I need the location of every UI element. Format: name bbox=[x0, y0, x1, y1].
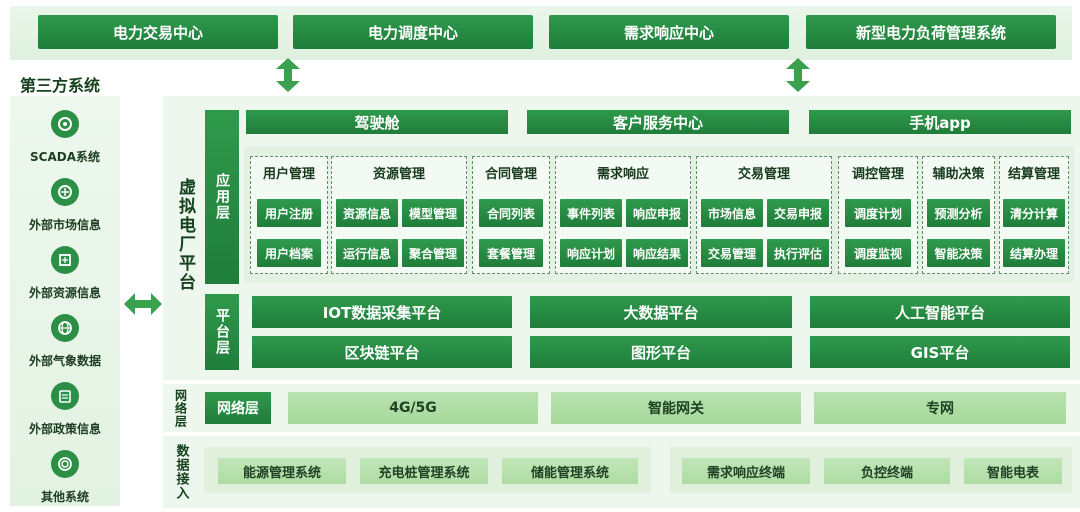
module-settlement-management: 结算管理 清分计算 结算办理 bbox=[999, 156, 1069, 274]
aggregation-management-button[interactable]: 聚合管理 bbox=[402, 239, 464, 267]
demand-response-center[interactable]: 需求响应中心 bbox=[549, 15, 789, 49]
module-resource-management: 资源管理 资源信息 模型管理 运行信息 聚合管理 bbox=[331, 156, 467, 274]
module-decision-support: 辅助决策 预测分析 智能决策 bbox=[922, 156, 995, 274]
gis-platform-button[interactable]: GIS平台 bbox=[810, 336, 1070, 368]
response-plan-button[interactable]: 响应计划 bbox=[560, 239, 622, 267]
third-party-item-weather[interactable]: 外部气象数据 bbox=[10, 314, 120, 374]
power-trading-center[interactable]: 电力交易中心 bbox=[38, 15, 278, 49]
module-control-management: 调控管理 调度计划 调度监视 bbox=[838, 156, 918, 274]
trade-management-button[interactable]: 交易管理 bbox=[701, 239, 763, 267]
mobile-app-button[interactable]: 手机app bbox=[809, 110, 1071, 134]
forecast-analysis-button[interactable]: 预测分析 bbox=[927, 199, 990, 227]
third-party-title: 第三方系统 bbox=[20, 76, 101, 95]
network-layer-tag: 网络层 bbox=[205, 392, 271, 424]
third-party-item-market[interactable]: 外部市场信息 bbox=[10, 178, 120, 238]
private-network-button[interactable]: 专网 bbox=[814, 392, 1066, 424]
bidirectional-arrow-icon bbox=[786, 58, 810, 92]
storage-management-button[interactable]: 储能管理系统 bbox=[502, 458, 638, 484]
module-title: 需求响应 bbox=[596, 167, 649, 182]
third-party-label: 外部政策信息 bbox=[28, 422, 101, 436]
response-declaration-button[interactable]: 响应申报 bbox=[626, 199, 688, 227]
blockchain-platform-button[interactable]: 区块链平台 bbox=[252, 336, 512, 368]
market-icon bbox=[51, 178, 79, 206]
third-party-label: 外部市场信息 bbox=[28, 218, 101, 232]
runtime-info-button[interactable]: 运行信息 bbox=[336, 239, 398, 267]
third-party-item-resource[interactable]: 外部资源信息 bbox=[10, 246, 120, 306]
platform-layer-tag: 平台层 bbox=[205, 294, 239, 370]
module-demand-response: 需求响应 事件列表 响应申报 响应计划 响应结果 bbox=[555, 156, 691, 274]
4g5g-button[interactable]: 4G/5G bbox=[288, 392, 538, 424]
charging-pile-button[interactable]: 充电桩管理系统 bbox=[360, 458, 488, 484]
settlement-handling-button[interactable]: 结算办理 bbox=[1003, 239, 1065, 267]
user-profile-button[interactable]: 用户档案 bbox=[257, 239, 321, 267]
customer-service-button[interactable]: 客户服务中心 bbox=[527, 110, 789, 134]
user-register-button[interactable]: 用户注册 bbox=[257, 199, 321, 227]
module-title: 调控管理 bbox=[851, 167, 904, 182]
ai-platform-button[interactable]: 人工智能平台 bbox=[810, 296, 1070, 328]
data-access-title: 数据接入 bbox=[173, 444, 189, 500]
dispatch-plan-button[interactable]: 调度计划 bbox=[845, 199, 911, 227]
third-party-label: 外部资源信息 bbox=[28, 286, 101, 300]
module-contract-management: 合同管理 合同列表 套餐管理 bbox=[472, 156, 550, 274]
module-title: 合同管理 bbox=[484, 167, 537, 182]
third-party-label: 其他系统 bbox=[40, 490, 89, 504]
market-info-button[interactable]: 市场信息 bbox=[701, 199, 763, 227]
network-layer-title: 网络层 bbox=[173, 388, 188, 428]
response-result-button[interactable]: 响应结果 bbox=[626, 239, 688, 267]
dispatch-monitor-button[interactable]: 调度监视 bbox=[845, 239, 911, 267]
event-list-button[interactable]: 事件列表 bbox=[560, 199, 622, 227]
module-trading-management: 交易管理 市场信息 交易申报 交易管理 执行评估 bbox=[696, 156, 832, 274]
big-data-platform-button[interactable]: 大数据平台 bbox=[530, 296, 792, 328]
contract-list-button[interactable]: 合同列表 bbox=[479, 199, 543, 227]
smart-gateway-button[interactable]: 智能网关 bbox=[551, 392, 801, 424]
model-management-button[interactable]: 模型管理 bbox=[402, 199, 464, 227]
resource-icon bbox=[51, 246, 79, 274]
module-title: 结算管理 bbox=[1007, 167, 1060, 182]
load-management-system[interactable]: 新型电力负荷管理系统 bbox=[806, 15, 1056, 49]
module-user-management: 用户管理 用户注册 用户档案 bbox=[250, 156, 328, 274]
third-party-item-policy[interactable]: 外部政策信息 bbox=[10, 382, 120, 442]
smart-decision-button[interactable]: 智能决策 bbox=[927, 239, 990, 267]
package-management-button[interactable]: 套餐管理 bbox=[479, 239, 543, 267]
execution-evaluation-button[interactable]: 执行评估 bbox=[767, 239, 829, 267]
module-title: 用户管理 bbox=[262, 167, 315, 182]
load-control-terminal-button[interactable]: 负控终端 bbox=[824, 458, 950, 484]
third-party-label: 外部气象数据 bbox=[28, 354, 101, 368]
third-party-panel: SCADA系统 外部市场信息 外部资源信息 外部气象数据 外部政策信息 其他系统 bbox=[10, 96, 120, 506]
resource-info-button[interactable]: 资源信息 bbox=[336, 199, 398, 227]
smart-meter-button[interactable]: 智能电表 bbox=[964, 458, 1062, 484]
platform-title: 虚拟电厂平台 bbox=[175, 178, 195, 292]
iot-platform-button[interactable]: IOT数据采集平台 bbox=[252, 296, 512, 328]
app-layer-tag: 应用层 bbox=[205, 110, 239, 284]
third-party-item-scada[interactable]: SCADA系统 bbox=[10, 110, 120, 170]
bidirectional-arrow-icon bbox=[276, 58, 300, 92]
policy-icon bbox=[51, 382, 79, 410]
graphics-platform-button[interactable]: 图形平台 bbox=[530, 336, 792, 368]
third-party-label: SCADA系统 bbox=[30, 150, 100, 164]
clearing-calc-button[interactable]: 清分计算 bbox=[1003, 199, 1065, 227]
bidirectional-arrow-icon bbox=[124, 293, 162, 315]
energy-management-button[interactable]: 能源管理系统 bbox=[218, 458, 346, 484]
module-title: 资源管理 bbox=[372, 167, 425, 182]
demand-response-terminal-button[interactable]: 需求响应终端 bbox=[682, 458, 810, 484]
cockpit-button[interactable]: 驾驶舱 bbox=[246, 110, 508, 134]
scada-icon bbox=[51, 110, 79, 138]
module-title: 交易管理 bbox=[737, 167, 790, 182]
trade-declaration-button[interactable]: 交易申报 bbox=[767, 199, 829, 227]
third-party-item-other[interactable]: 其他系统 bbox=[10, 450, 120, 510]
module-title: 辅助决策 bbox=[932, 167, 985, 182]
power-dispatch-center[interactable]: 电力调度中心 bbox=[293, 15, 533, 49]
other-icon bbox=[51, 450, 79, 478]
weather-icon bbox=[51, 314, 79, 342]
